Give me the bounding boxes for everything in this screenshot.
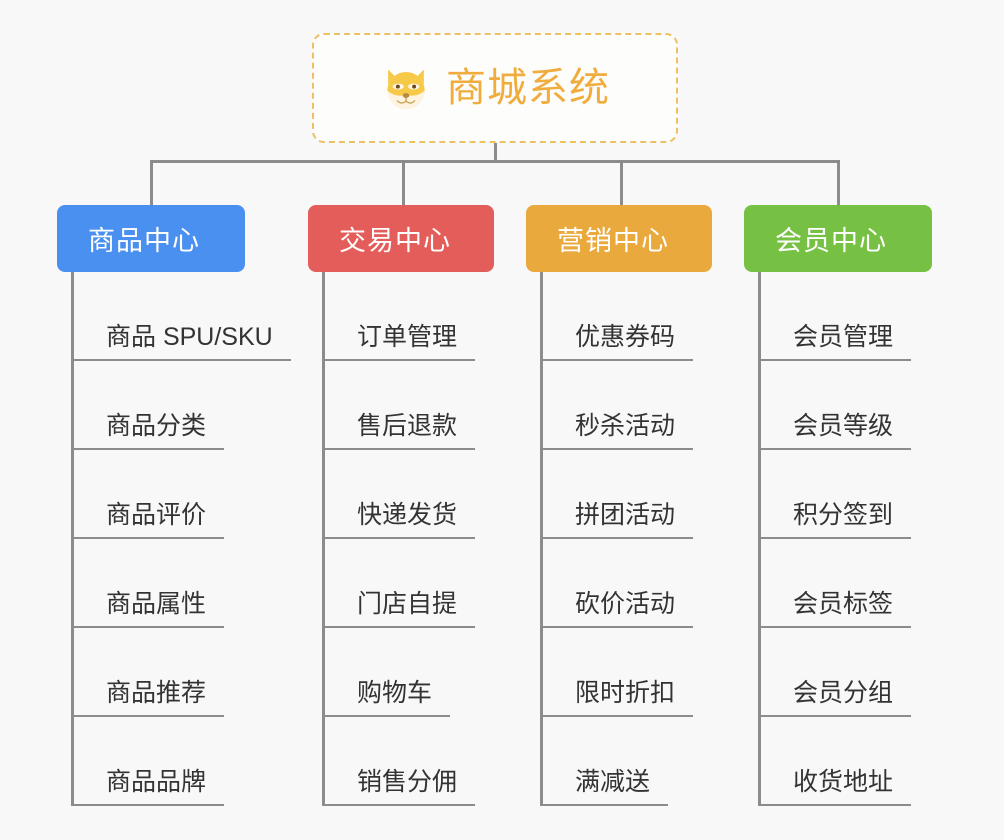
list-item-label: 商品评价 — [106, 501, 207, 529]
list-item[interactable]: 拼团活动 — [543, 450, 693, 539]
list-item-label: 积分签到 — [793, 501, 894, 529]
list-item[interactable]: 会员标签 — [761, 539, 911, 628]
list-item-label: 会员等级 — [793, 412, 894, 440]
list-item[interactable]: 商品属性 — [74, 539, 224, 628]
connector-to-branch-1 — [150, 160, 153, 205]
connector-to-branch-4 — [837, 160, 840, 205]
list-item[interactable]: 会员分组 — [761, 628, 911, 717]
list-item[interactable]: 砍价活动 — [543, 539, 693, 628]
connector-root-stem — [494, 143, 497, 162]
branch-product-center: 商品中心 商品 SPU/SKU 商品分类 商品评价 商品属性 商品推荐 商品品牌 — [57, 205, 307, 806]
connector-to-branch-3 — [620, 160, 623, 205]
branch-header-1[interactable]: 商品中心 — [57, 205, 245, 272]
shiba-dog-face-emoji — [380, 63, 432, 115]
connector-to-branch-2 — [402, 160, 405, 205]
branch-header-label-1: 商品中心 — [88, 226, 200, 256]
list-item-label: 销售分佣 — [357, 768, 458, 796]
list-item-label: 满减送 — [575, 768, 651, 796]
list-item[interactable]: 售后退款 — [325, 361, 475, 450]
list-item[interactable]: 商品 SPU/SKU — [74, 272, 291, 361]
list-item[interactable]: 商品品牌 — [74, 717, 224, 806]
root-title: 商城系统 — [446, 66, 610, 110]
list-item-label: 收货地址 — [793, 768, 894, 796]
list-item[interactable]: 限时折扣 — [543, 628, 693, 717]
branch-header-4[interactable]: 会员中心 — [744, 205, 932, 272]
list-item[interactable]: 购物车 — [325, 628, 450, 717]
list-item-label: 拼团活动 — [575, 501, 676, 529]
list-item-label: 秒杀活动 — [575, 412, 676, 440]
list-item-label: 快递发货 — [357, 501, 458, 529]
list-item[interactable]: 优惠券码 — [543, 272, 693, 361]
branch-marketing-center: 营销中心 优惠券码 秒杀活动 拼团活动 砍价活动 限时折扣 满减送 — [526, 205, 746, 806]
branch-header-label-4: 会员中心 — [775, 226, 887, 256]
list-item-label: 门店自提 — [357, 590, 458, 618]
list-item[interactable]: 积分签到 — [761, 450, 911, 539]
connector-horizontal-bus — [150, 160, 840, 163]
list-item[interactable]: 满减送 — [543, 717, 668, 806]
branch-member-center: 会员中心 会员管理 会员等级 积分签到 会员标签 会员分组 收货地址 — [744, 205, 964, 806]
list-item-label: 商品品牌 — [106, 768, 207, 796]
branch-header-2[interactable]: 交易中心 — [308, 205, 494, 272]
branch-item-list-2: 订单管理 售后退款 快递发货 门店自提 购物车 销售分佣 — [322, 272, 528, 806]
list-item[interactable]: 销售分佣 — [325, 717, 475, 806]
list-item-label: 售后退款 — [357, 412, 458, 440]
list-item-label: 购物车 — [357, 679, 433, 707]
list-item-label: 优惠券码 — [575, 323, 676, 351]
list-item[interactable]: 订单管理 — [325, 272, 475, 361]
list-item[interactable]: 秒杀活动 — [543, 361, 693, 450]
list-item-label: 限时折扣 — [575, 679, 676, 707]
list-item[interactable]: 收货地址 — [761, 717, 911, 806]
list-item-label: 砍价活动 — [575, 590, 676, 618]
list-item-label: 订单管理 — [357, 323, 458, 351]
list-item-label: 商品属性 — [106, 590, 207, 618]
list-item-label: 商品分类 — [106, 412, 207, 440]
list-item[interactable]: 商品评价 — [74, 450, 224, 539]
branch-item-list-1: 商品 SPU/SKU 商品分类 商品评价 商品属性 商品推荐 商品品牌 — [71, 272, 307, 806]
list-item-label: 商品 SPU/SKU — [106, 323, 273, 351]
list-item-label: 商品推荐 — [106, 679, 207, 707]
branch-header-label-2: 交易中心 — [339, 226, 451, 256]
branch-header-label-3: 营销中心 — [557, 226, 669, 256]
branch-item-list-3: 优惠券码 秒杀活动 拼团活动 砍价活动 限时折扣 满减送 — [540, 272, 746, 806]
list-item[interactable]: 商品分类 — [74, 361, 224, 450]
list-item[interactable]: 快递发货 — [325, 450, 475, 539]
root-node[interactable]: 商城系统 — [312, 33, 678, 143]
list-item[interactable]: 商品推荐 — [74, 628, 224, 717]
list-item[interactable]: 会员等级 — [761, 361, 911, 450]
list-item[interactable]: 会员管理 — [761, 272, 911, 361]
branch-header-3[interactable]: 营销中心 — [526, 205, 712, 272]
list-item-label: 会员管理 — [793, 323, 894, 351]
list-item-label: 会员标签 — [793, 590, 894, 618]
list-item-label: 会员分组 — [793, 679, 894, 707]
branch-item-list-4: 会员管理 会员等级 积分签到 会员标签 会员分组 收货地址 — [758, 272, 964, 806]
list-item[interactable]: 门店自提 — [325, 539, 475, 628]
branch-trade-center: 交易中心 订单管理 售后退款 快递发货 门店自提 购物车 销售分佣 — [308, 205, 528, 806]
